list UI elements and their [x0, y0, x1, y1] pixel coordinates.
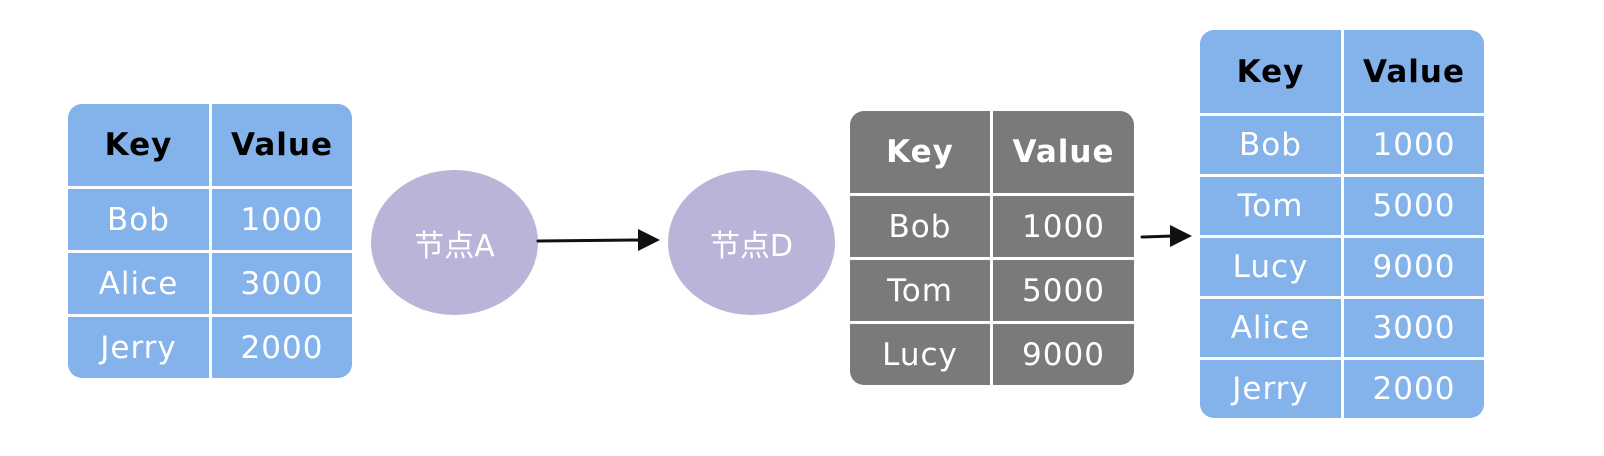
cell-key: Tom [887, 272, 953, 309]
cell-key: Bob [107, 201, 170, 238]
cell-value: 9000 [1341, 238, 1484, 296]
table-row: Alice 3000 [1200, 296, 1484, 357]
cell-value: 3000 [209, 253, 352, 314]
node-a: 节点A [371, 170, 538, 315]
cell-key: Lucy [882, 336, 958, 373]
cell-key: Bob [888, 208, 952, 245]
cell-value: 5000 [990, 260, 1134, 321]
table-row: Bob 1000 [850, 193, 1134, 257]
cell-key: Bob [1239, 127, 1302, 163]
cell-value: 1000 [990, 196, 1134, 257]
header-value: Value [1341, 30, 1484, 113]
header-key: Key [1236, 53, 1305, 90]
node-a-label: 节点A [414, 228, 495, 264]
header-key: Key [104, 127, 173, 163]
cell-value: 3000 [1341, 299, 1484, 357]
cell-value: 9000 [990, 324, 1134, 385]
table-row: Tom 5000 [1200, 174, 1484, 235]
cell-value: 5000 [1341, 177, 1484, 235]
cell-key: Lucy [1232, 249, 1309, 285]
table-row: Bob 1000 [1200, 113, 1484, 174]
header-value: Value [990, 111, 1134, 193]
header-key: Key [886, 134, 954, 170]
table-row: Lucy 9000 [850, 321, 1134, 385]
arrow-node-a-to-node-d [536, 229, 660, 251]
table-row: Bob 1000 [68, 186, 352, 250]
cell-value: 2000 [209, 317, 352, 378]
table-header-row: Key Value [1200, 30, 1484, 113]
cell-value: 2000 [1341, 360, 1484, 418]
table-row: Jerry 2000 [68, 314, 352, 378]
node-d-label: 节点D [709, 228, 794, 264]
cell-key: Jerry [1232, 371, 1309, 407]
table-header-row: Key Value [850, 111, 1134, 193]
header-value: Value [209, 104, 352, 186]
cell-key: Alice [1230, 310, 1311, 346]
arrow-table-d-to-result [1140, 225, 1192, 247]
table-row: Tom 5000 [850, 257, 1134, 321]
table-node-d: Key Value Bob 1000 Tom 5000 Lucy 9000 [850, 111, 1134, 385]
cell-key: Jerry [100, 329, 177, 366]
table-header-row: Key Value [68, 104, 352, 186]
cell-value: 1000 [209, 189, 352, 250]
cell-key: Tom [1237, 188, 1304, 224]
cell-key: Alice [98, 265, 179, 302]
table-result: Key Value Bob 1000 Tom 5000 Lucy 9000 Al… [1200, 30, 1484, 418]
cell-value: 1000 [1341, 116, 1484, 174]
node-d: 节点D [668, 170, 835, 315]
table-row: Jerry 2000 [1200, 357, 1484, 418]
table-row: Lucy 9000 [1200, 235, 1484, 296]
table-node-a: Key Value Bob 1000 Alice 3000 Jerry 2000 [68, 104, 352, 378]
table-row: Alice 3000 [68, 250, 352, 314]
